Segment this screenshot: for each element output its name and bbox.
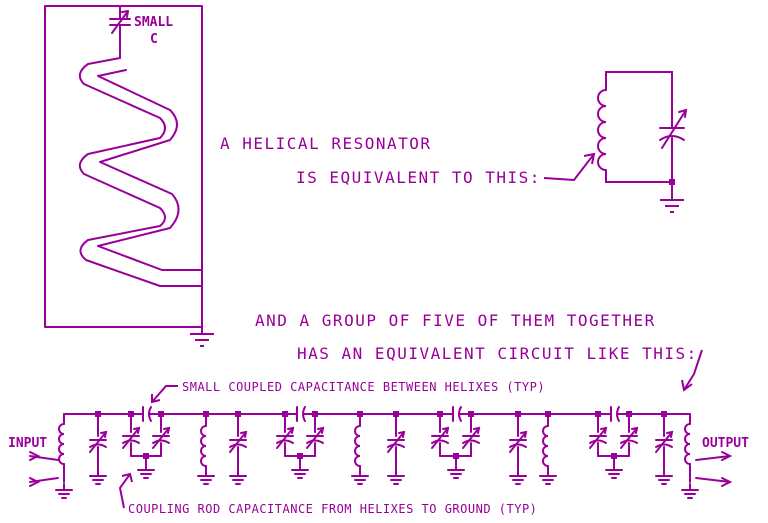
output-coil <box>685 424 690 464</box>
coupling-rod-label: COUPLING ROD CAPACITANCE FROM HELIXES TO… <box>128 502 537 516</box>
small-c-label-line1: SMALL <box>134 15 173 30</box>
resonator-coil-1 <box>201 426 206 466</box>
tank-inductor <box>598 90 606 170</box>
resonator-coil-2 <box>355 426 360 466</box>
coupled-cap-arrow <box>152 386 178 402</box>
cavity-box <box>45 6 202 327</box>
group-text-line2: HAS AN EQUIVALENT CIRCUIT LIKE THIS: <box>297 344 698 363</box>
output-label: OUTPUT <box>702 436 749 451</box>
equivalent-arrow <box>544 154 594 180</box>
input-coil <box>59 424 64 464</box>
five-section-filter-schematic <box>30 407 730 498</box>
helix-strand-outer <box>80 58 202 286</box>
helical-text-line1: A HELICAL RESONATOR <box>220 134 432 153</box>
helical-text-line2: IS EQUIVALENT TO THIS: <box>296 168 541 187</box>
group-text-line1: AND A GROUP OF FIVE OF THEM TOGETHER <box>255 311 656 330</box>
resonator-coil-3 <box>543 426 548 466</box>
cavity-ground-symbol <box>190 334 214 346</box>
tank-junction-dot <box>669 179 675 185</box>
tank-ground-symbol <box>660 200 684 212</box>
coupled-cap-label: SMALL COUPLED CAPACITANCE BETWEEN HELIXE… <box>182 380 545 394</box>
tank-top-wire <box>606 72 672 128</box>
tank-bottom-wire <box>606 170 672 182</box>
helical-resonator-drawing <box>45 6 202 334</box>
helix-strand-inner <box>98 70 202 270</box>
input-label: INPUT <box>8 436 47 451</box>
small-c-label-line2: C <box>150 32 158 47</box>
